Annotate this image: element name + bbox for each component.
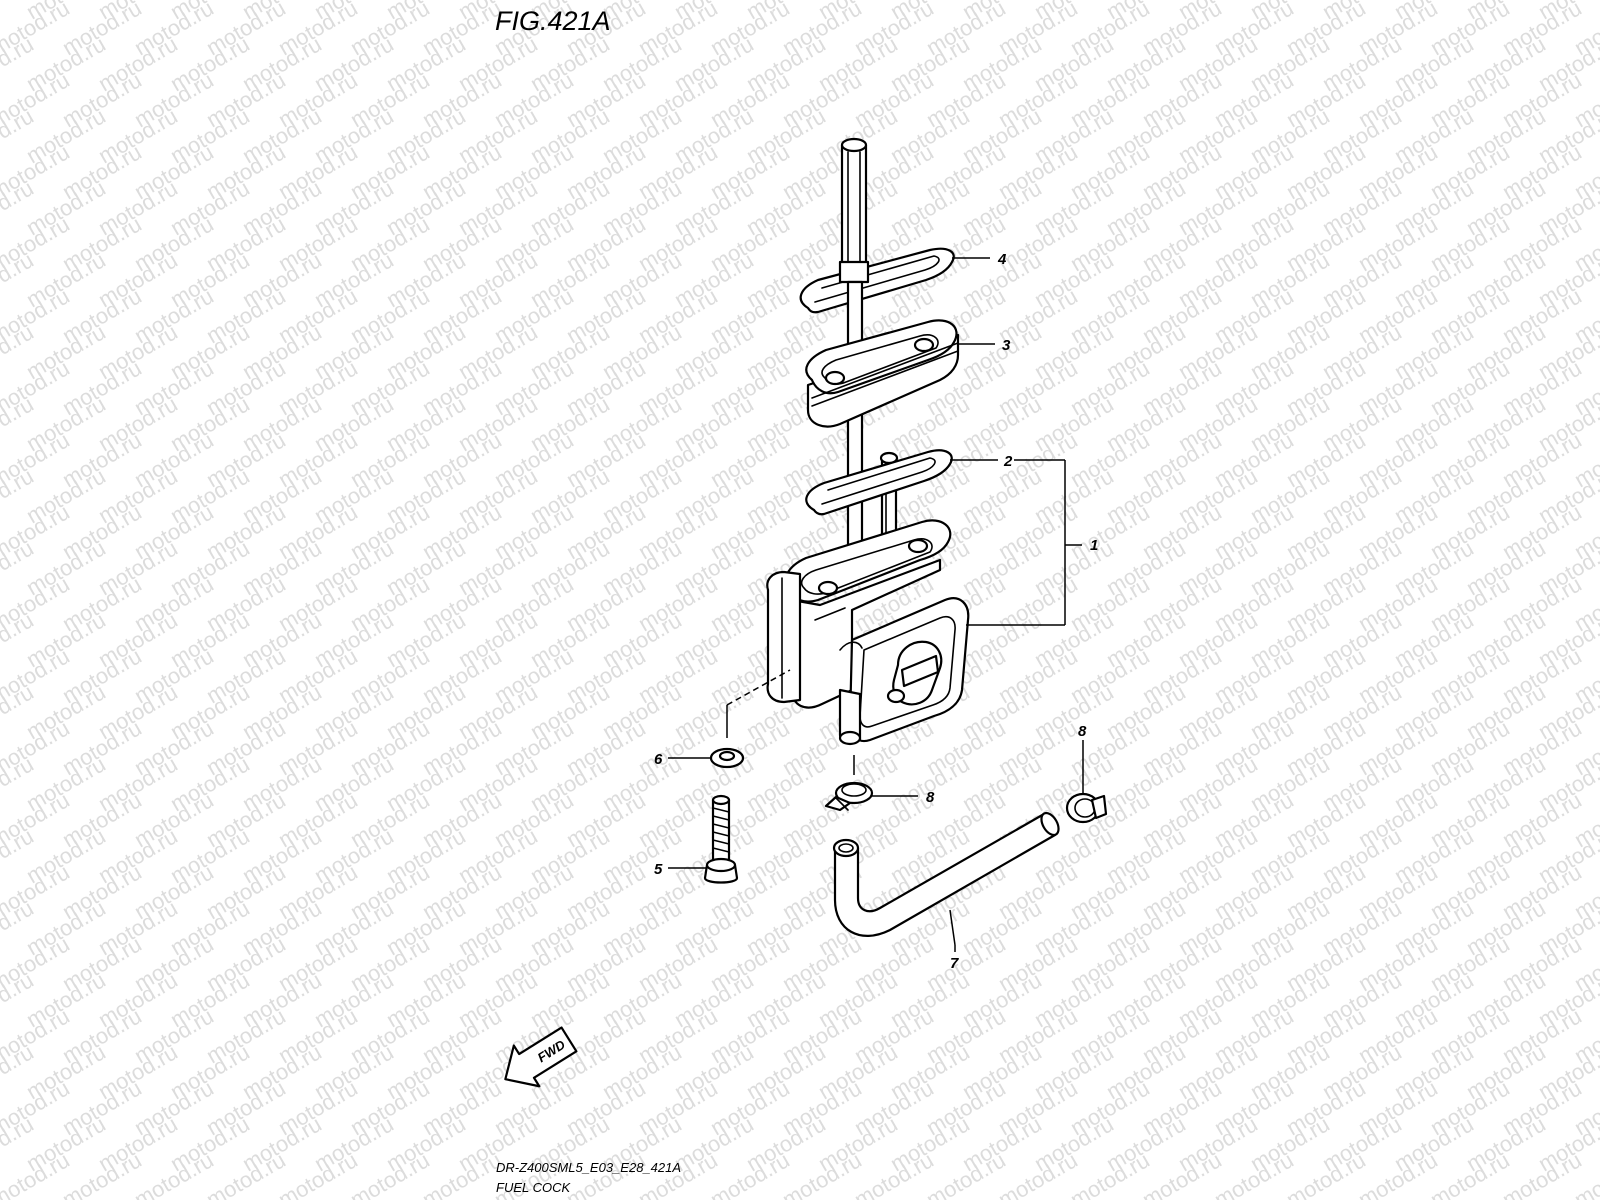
callout-1[interactable]: 1 — [1090, 537, 1098, 554]
part-8-clamp-left[interactable] — [824, 781, 874, 812]
part-8-clamp-right[interactable] — [1065, 792, 1108, 824]
callout-8b[interactable]: 8 — [1078, 723, 1087, 740]
part-6-washer[interactable] — [709, 747, 745, 769]
part-4-o-ring[interactable] — [799, 247, 955, 314]
callout-8a[interactable]: 8 — [926, 789, 935, 806]
part-7-fuel-hose[interactable] — [832, 810, 1062, 937]
callout-4[interactable]: 4 — [997, 251, 1007, 268]
part-1-fuel-cock-body[interactable] — [766, 519, 970, 746]
part-5-bolt[interactable] — [703, 794, 739, 884]
fwd-arrow-icon: FWD — [504, 1026, 578, 1088]
callout-6[interactable]: 6 — [654, 751, 663, 768]
leader-lines — [668, 257, 1084, 952]
part-2-o-ring[interactable] — [805, 449, 953, 516]
part-3-spacer[interactable] — [805, 319, 960, 428]
model-code: DR-Z400SML5_E03_E28_421A — [496, 1160, 681, 1175]
callout-3[interactable]: 3 — [1002, 337, 1011, 354]
callout-2[interactable]: 2 — [1003, 453, 1013, 470]
callout-7[interactable]: 7 — [950, 955, 959, 972]
section-name: FUEL COCK — [496, 1180, 571, 1195]
callouts: 4 3 2 1 6 5 8 8 7 — [654, 251, 1098, 972]
callout-5[interactable]: 5 — [654, 861, 663, 878]
figure-label: FIG.421A — [495, 6, 611, 36]
